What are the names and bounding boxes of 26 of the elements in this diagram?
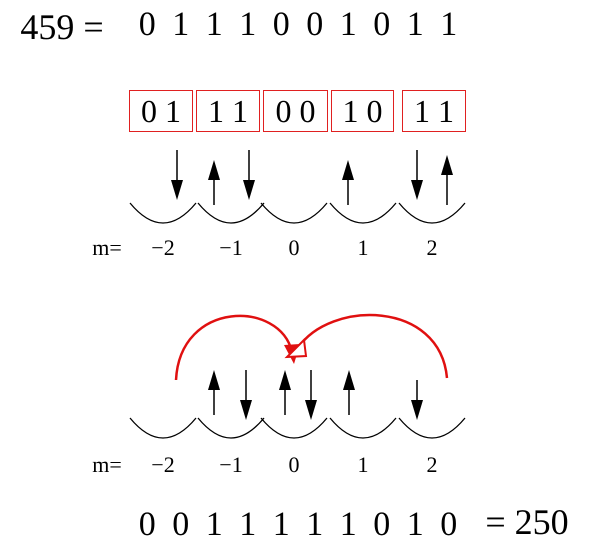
m-value: −2 [151, 237, 175, 259]
bit-pair: 1 1 [414, 95, 454, 127]
m-label: m= [92, 454, 122, 476]
m-label: m= [92, 237, 122, 259]
m-value: 1 [358, 237, 368, 259]
bit-string: 0 1 1 1 0 0 1 0 1 1 [138, 8, 458, 42]
m-value: 2 [426, 454, 438, 476]
m-value: −2 [151, 454, 175, 476]
m-value: 0 [288, 454, 300, 476]
bit-string: 0 0 1 1 1 1 1 0 1 0 [138, 508, 458, 542]
m-value: −1 [219, 237, 243, 259]
bit-pair: 0 1 [141, 95, 181, 127]
m-value: 1 [358, 454, 368, 476]
m-value: −1 [219, 454, 243, 476]
number-label: = 250 [485, 504, 569, 540]
bit-pair: 1 1 [208, 95, 248, 127]
bit-pair-box [263, 90, 328, 132]
number-label: 459 = [20, 9, 104, 45]
bit-pair-box [196, 90, 260, 132]
m-value: 2 [426, 237, 438, 259]
bit-pair-box [331, 90, 394, 132]
bit-pair: 0 0 [276, 95, 316, 127]
bit-pair-box [129, 90, 193, 132]
bit-pair-box [402, 90, 466, 132]
bit-pair: 1 0 [342, 95, 382, 127]
m-value: 0 [288, 237, 300, 259]
